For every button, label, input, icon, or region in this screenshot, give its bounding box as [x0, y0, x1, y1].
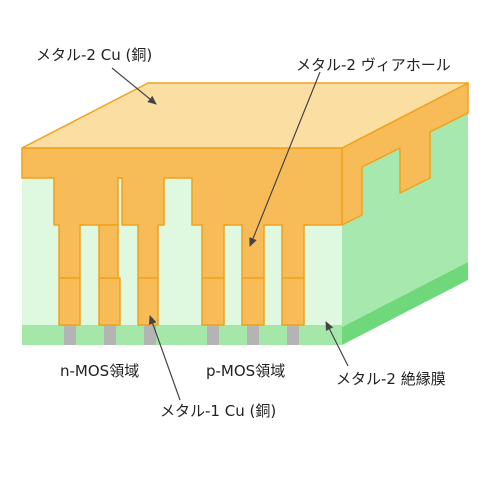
metal1-pad — [281, 277, 305, 326]
metal1-via — [98, 224, 119, 279]
leader-metal2-cu — [111, 67, 157, 105]
leader-metal1-cu — [148, 315, 181, 401]
metal1-pads — [58, 277, 305, 326]
label-pmos-region: p-MOS領域 — [206, 362, 286, 380]
contact-plug — [64, 325, 76, 345]
contact-plugs — [64, 325, 299, 345]
substrate-front-face — [22, 325, 342, 345]
contact-plug — [104, 325, 116, 345]
metal1-pad — [58, 277, 81, 326]
label-nmos-region: n-MOS領域 — [60, 362, 140, 380]
metal1-pad — [241, 277, 265, 326]
contact-plug — [207, 325, 219, 345]
label-metal2-cu: メタル-2 Cu (銅) — [36, 46, 153, 64]
label-metal1-cu: メタル-1 Cu (銅) — [160, 402, 277, 420]
leader-metal2-insulator — [325, 321, 349, 367]
label-metal2-via: メタル-2 ヴィアホール — [296, 56, 451, 74]
contact-plug — [144, 325, 156, 345]
metal-side-face — [341, 82, 469, 226]
metal1-pad — [137, 277, 159, 326]
substrate-side-face — [342, 262, 468, 345]
label-metal2-insulator: メタル-2 絶縁膜 — [336, 370, 446, 388]
leader-metal2-via — [249, 71, 321, 247]
contact-plug — [247, 325, 259, 345]
insulator-side-face — [342, 113, 468, 327]
contact-plug — [287, 325, 299, 345]
metal1-pad — [98, 277, 121, 326]
leader-lines — [111, 67, 349, 401]
metal1-pad — [201, 277, 225, 326]
metal2-top-face — [21, 82, 469, 149]
